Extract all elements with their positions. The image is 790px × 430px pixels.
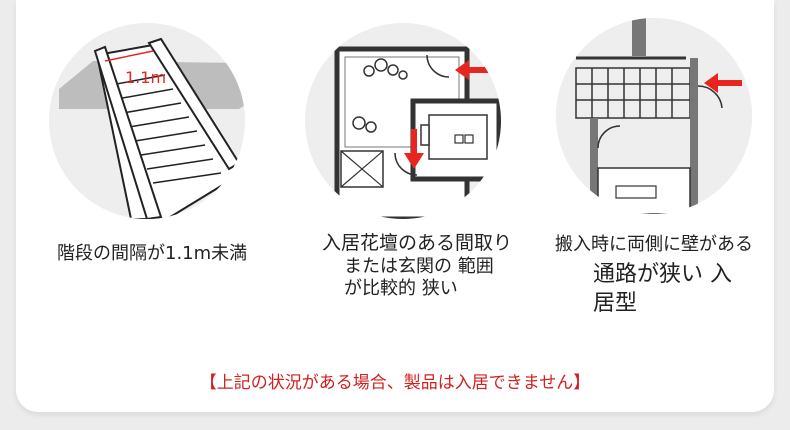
floorplan-illustration (305, 23, 501, 219)
warning-notice: 【上記の状況がある場合、製品は入居できません】 (199, 373, 591, 393)
caption-corridor-detail: 通路が狭い 入居型 (593, 262, 732, 316)
caption-stairs: 階段の間隔が1.1m未満 (57, 243, 248, 264)
caption-floorplan-detail: または玄関の 範囲が比較的 狭い (344, 256, 494, 299)
narrow-corridor-illustration (556, 18, 752, 214)
info-card: 1.1m (16, 0, 774, 412)
caption-floorplan-title: 入居花壇のある間取り (322, 232, 513, 254)
width-label: 1.1m (125, 68, 166, 87)
staircase-illustration: 1.1m (49, 23, 245, 219)
caption-corridor-title: 搬入時に両側に壁がある (555, 234, 753, 255)
